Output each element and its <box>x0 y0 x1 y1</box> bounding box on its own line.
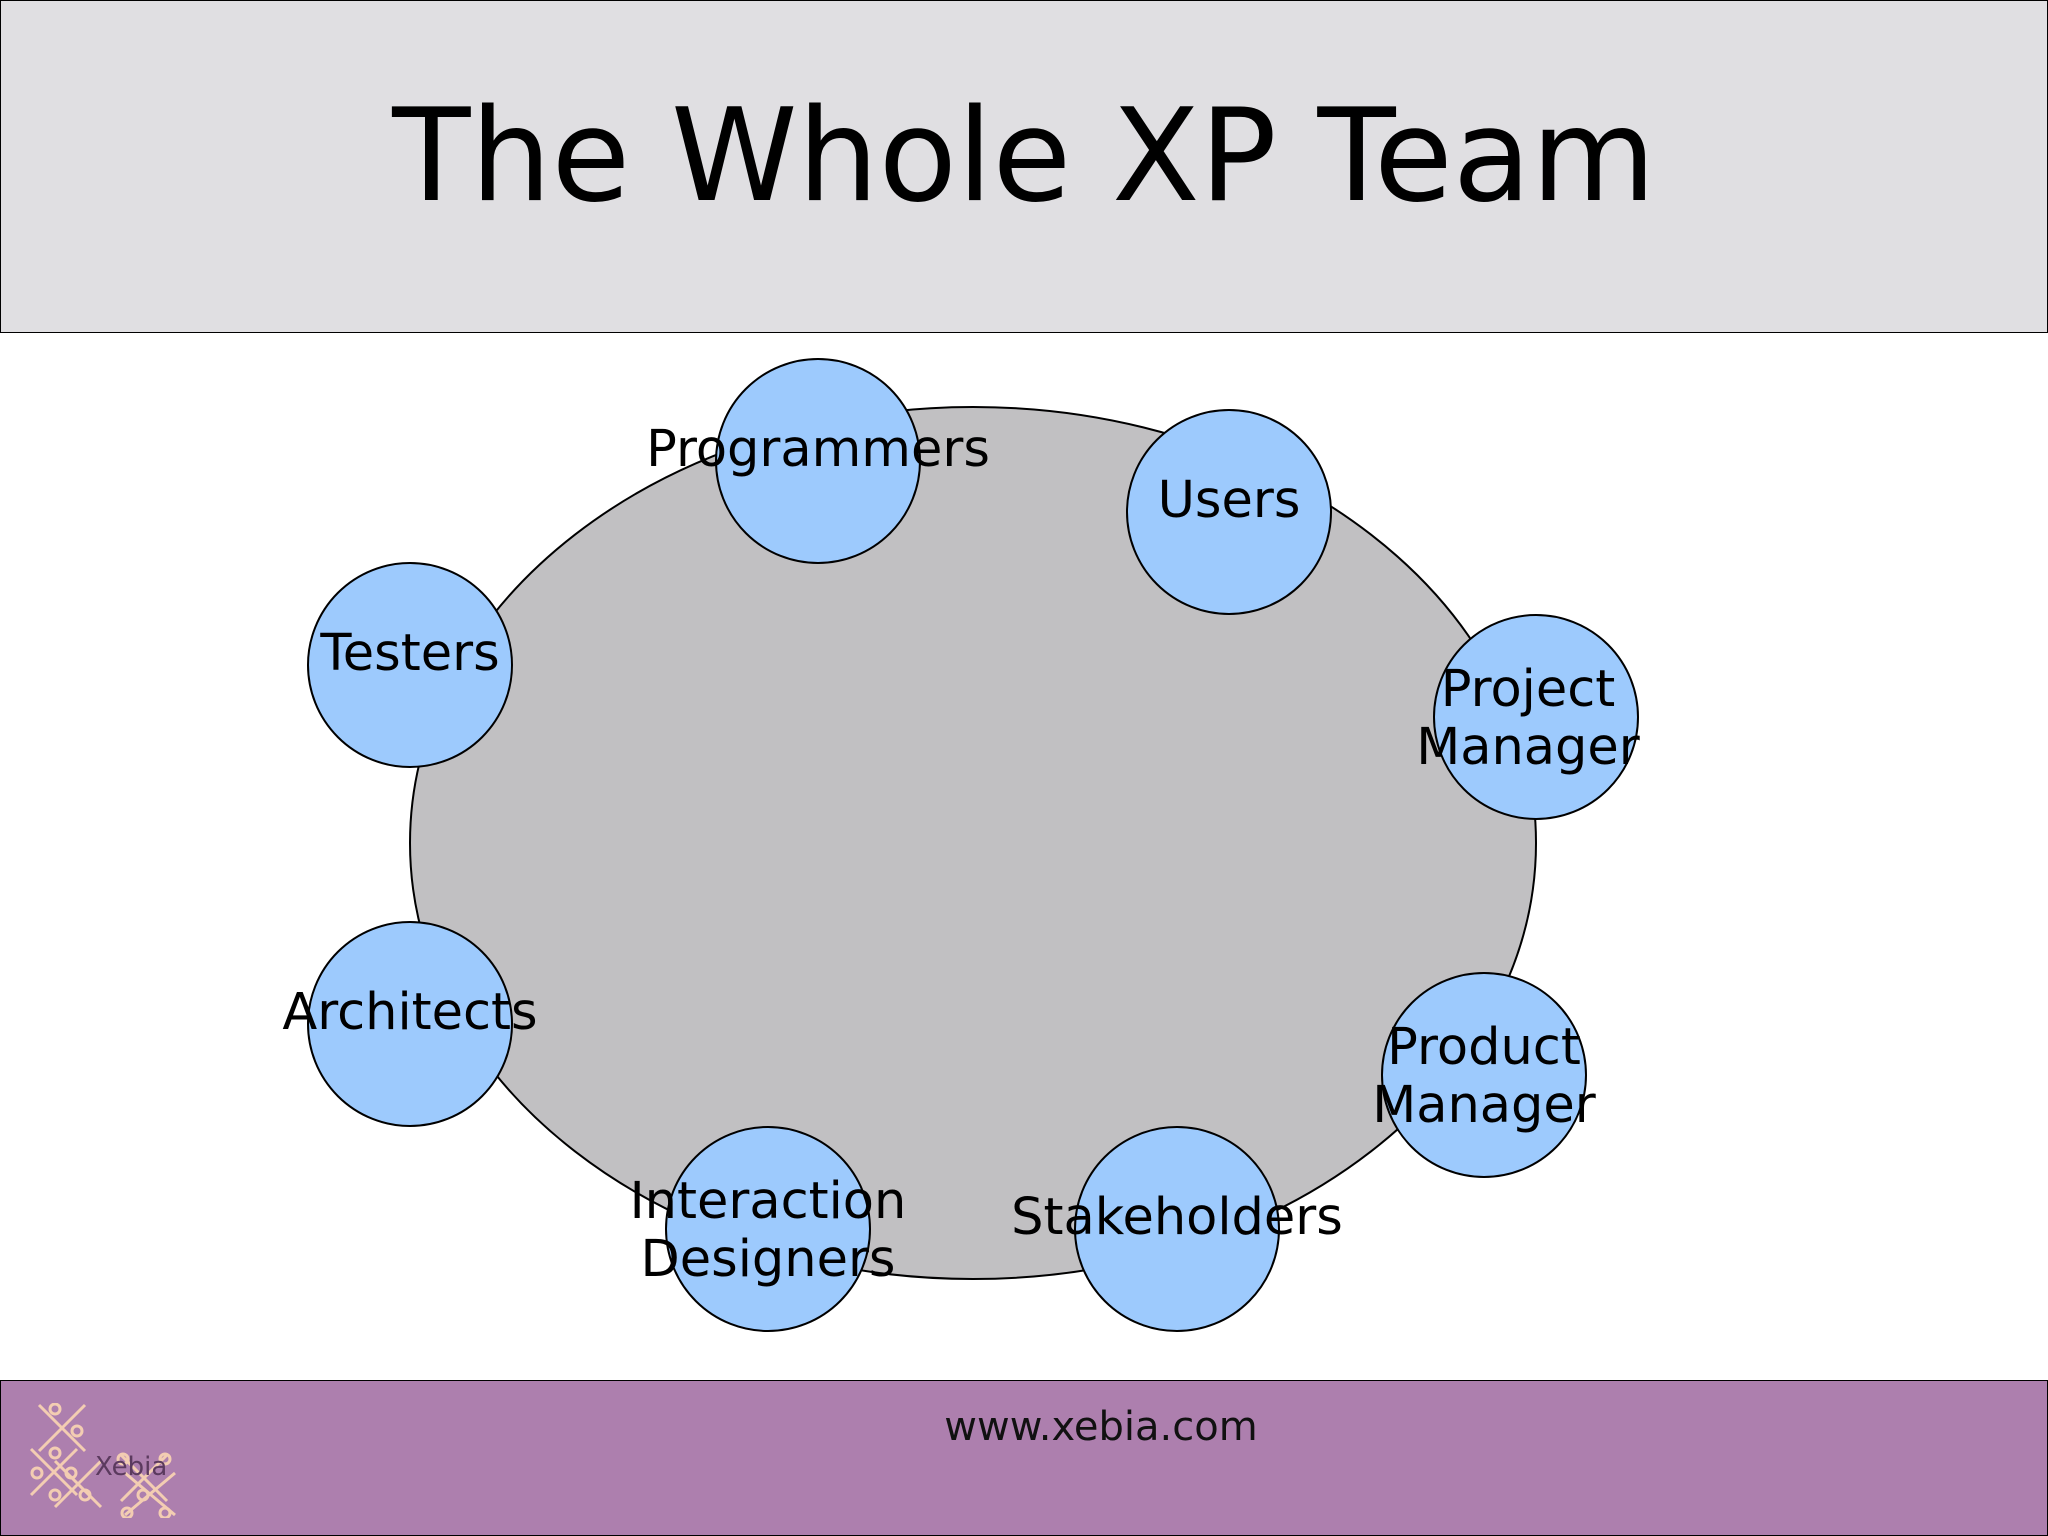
xebia-logo: Xebia <box>29 1403 176 1518</box>
xebia-logo-text: Xebia <box>95 1452 167 1482</box>
role-circle-stakeholders <box>1074 1126 1280 1332</box>
role-circle-product-manager <box>1381 972 1587 1178</box>
footer-url: www.xebia.com <box>944 1404 1258 1450</box>
role-circle-architects <box>307 921 513 1127</box>
role-label-architects: Architects <box>282 983 537 1042</box>
role-label-line: Interaction <box>630 1172 907 1231</box>
role-label-line: Product <box>1387 1018 1581 1077</box>
slide-title: The Whole XP Team <box>392 82 1656 231</box>
title-bar <box>0 0 2048 333</box>
role-label-line: Stakeholders <box>1011 1188 1343 1247</box>
role-circle-programmers <box>715 358 921 564</box>
role-label-stakeholders: Stakeholders <box>1011 1188 1343 1247</box>
role-label-line: Architects <box>282 983 537 1042</box>
role-label-line: Users <box>1158 471 1301 530</box>
role-label-programmers: Programmers <box>646 420 990 479</box>
role-label-line: Manager <box>1416 718 1640 777</box>
team-ellipse <box>409 406 1537 1280</box>
role-label-line: Programmers <box>646 420 990 479</box>
role-label-line: Testers <box>319 624 499 683</box>
role-label-line: Manager <box>1372 1076 1596 1135</box>
role-label-line: Project <box>1441 660 1616 719</box>
role-circle-users <box>1126 409 1332 615</box>
role-label-testers: Testers <box>319 624 499 683</box>
role-circle-testers <box>307 562 513 768</box>
role-circle-project-manager <box>1433 614 1639 820</box>
role-circle-interaction-designers <box>665 1126 871 1332</box>
role-label-line: Designers <box>641 1230 896 1289</box>
role-label-users: Users <box>1158 471 1301 530</box>
footer: Xebia www.xebia.com <box>0 1380 2048 1536</box>
